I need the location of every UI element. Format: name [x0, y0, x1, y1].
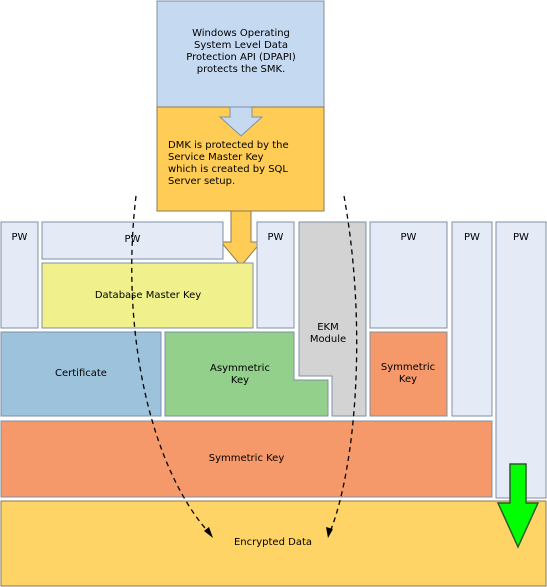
pw-box-1: [0, 221, 39, 329]
encrypted-data-label: Encrypted Data: [233, 537, 312, 548]
symmetric-key-small-label: Symmetric Key: [380, 362, 436, 385]
dpapi-arrow: [218, 106, 264, 137]
database-master-key-box: [41, 262, 254, 329]
certificate-box: [0, 331, 162, 417]
database-master-key-label: Database Master Key: [94, 290, 202, 301]
dashed-arrow-left-head: [204, 527, 213, 538]
pw-label-2: PW: [124, 234, 141, 245]
asymmetric-key-box: [164, 331, 329, 417]
dpapi-box: [156, 0, 325, 108]
symmetric-key-small-box: [369, 331, 448, 417]
ekm-module-box: [298, 221, 367, 417]
dmk-protection-label: DMK is protected by the Service Master K…: [168, 140, 289, 187]
dashed-arrow-right-head: [326, 527, 333, 538]
green-down-arrow: [496, 463, 540, 549]
pw-box-3: [256, 221, 295, 329]
pw-label-4: PW: [400, 232, 417, 243]
certificate-label: Certificate: [55, 368, 107, 379]
dashed-arrow-right: [329, 195, 358, 533]
asymmetric-key-label: Asymmetric Key: [210, 363, 270, 386]
encrypted-data-box: [0, 500, 547, 587]
dpapi-label: Windows Operating System Level Data Prot…: [186, 28, 296, 75]
ekm-module-label: EKM Module: [309, 322, 347, 345]
pw-box-5: [451, 221, 493, 417]
dashed-arrow-left: [131, 195, 213, 537]
symmetric-key-wide-box: [0, 420, 493, 498]
pw-label-1: PW: [11, 232, 28, 243]
pw-label-3: PW: [267, 232, 284, 243]
pw-label-5: PW: [464, 232, 480, 243]
pw-box-4: [369, 221, 448, 329]
symmetric-key-wide-label: Symmetric Key: [208, 453, 285, 464]
pw-label-6: PW: [513, 232, 529, 243]
dmk-arrow: [219, 210, 263, 267]
pw-box-6: [495, 221, 547, 499]
